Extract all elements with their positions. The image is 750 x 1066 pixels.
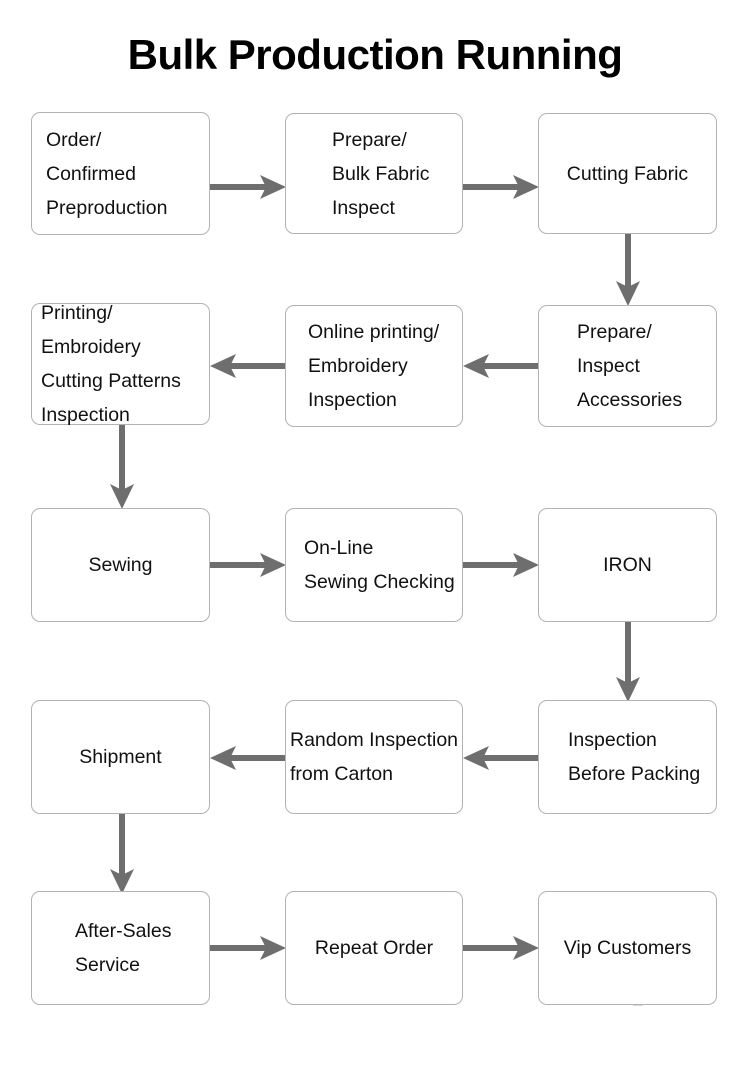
arrow-left-icon bbox=[210, 354, 286, 378]
arrow-repeat-order-to-vip-customers bbox=[463, 927, 539, 969]
arrow-prepare-bulk-fabric-to-cutting-fabric bbox=[463, 166, 539, 208]
arrow-on-line-sewing-checking-to-iron bbox=[463, 544, 539, 586]
arrow-right-icon bbox=[463, 553, 539, 577]
node-label: Shipment bbox=[79, 746, 162, 768]
arrow-right-icon bbox=[463, 175, 539, 199]
arrow-left-icon bbox=[210, 746, 286, 770]
node-label: Vip Customers bbox=[563, 937, 692, 959]
node-order-confirmed-preproduction[interactable]: Order/ Confirmed Preproduction bbox=[31, 112, 210, 235]
node-prepare-bulk-fabric-inspect[interactable]: Prepare/ Bulk Fabric Inspect bbox=[285, 113, 463, 234]
arrow-down-icon bbox=[616, 234, 640, 306]
node-label: Online printing/ Embroidery Inspection bbox=[308, 321, 440, 411]
node-label: After-Sales Service bbox=[75, 920, 172, 976]
node-on-line-sewing-checking[interactable]: On-Line Sewing Checking bbox=[285, 508, 463, 622]
node-prepare-inspect-accessories[interactable]: Prepare/ Inspect Accessories bbox=[538, 305, 717, 427]
node-label: Cutting Fabric bbox=[566, 162, 689, 185]
node-after-sales-service[interactable]: After-Sales Service bbox=[31, 891, 210, 1005]
node-online-printing-embroidery-inspection[interactable]: Online printing/ Embroidery Inspection bbox=[285, 305, 463, 427]
node-label: Random Inspection from Carton bbox=[290, 729, 459, 785]
node-vip-customers[interactable]: Vip Customers bbox=[538, 891, 717, 1005]
arrow-inspection-before-packing-to-random-inspection bbox=[463, 737, 539, 779]
node-sewing[interactable]: Sewing bbox=[31, 508, 210, 622]
arrow-shipment-to-after-sales-service bbox=[101, 814, 143, 894]
arrow-after-sales-service-to-repeat-order bbox=[210, 927, 286, 969]
arrow-down-icon bbox=[110, 814, 134, 894]
node-label: Order/ Confirmed Preproduction bbox=[46, 128, 168, 219]
arrow-prepare-inspect-accessories-to-online-printing bbox=[463, 345, 539, 387]
arrow-left-icon bbox=[463, 746, 539, 770]
arrow-printing-embroidery-to-sewing bbox=[101, 425, 143, 509]
node-repeat-order[interactable]: Repeat Order bbox=[285, 891, 463, 1005]
node-cutting-fabric[interactable]: Cutting Fabric bbox=[538, 113, 717, 234]
node-label: On-Line Sewing Checking bbox=[304, 537, 455, 593]
node-label: Prepare/ Inspect Accessories bbox=[577, 321, 683, 411]
node-label: Printing/ Embroidery Cutting Patterns In… bbox=[41, 302, 181, 426]
arrow-down-icon bbox=[110, 425, 134, 509]
arrow-down-icon bbox=[616, 622, 640, 702]
node-label: Prepare/ Bulk Fabric Inspect bbox=[332, 128, 430, 219]
arrow-random-inspection-to-shipment bbox=[210, 737, 286, 779]
arrow-sewing-to-on-line-sewing-checking bbox=[210, 544, 286, 586]
arrow-iron-to-inspection-before-packing bbox=[607, 622, 649, 702]
arrow-order-to-prepare-bulk-fabric bbox=[210, 166, 286, 208]
arrow-right-icon bbox=[210, 936, 286, 960]
node-inspection-before-packing[interactable]: Inspection Before Packing bbox=[538, 700, 717, 814]
page-title: Bulk Production Running bbox=[127, 31, 623, 78]
arrow-cutting-fabric-to-prepare-inspect-accessories bbox=[607, 234, 649, 306]
arrow-left-icon bbox=[463, 354, 539, 378]
arrow-right-icon bbox=[210, 175, 286, 199]
node-label: IRON bbox=[603, 554, 652, 576]
node-iron[interactable]: IRON bbox=[538, 508, 717, 622]
node-printing-embroidery-cutting-patterns-inspection[interactable]: Printing/ Embroidery Cutting Patterns In… bbox=[31, 302, 210, 426]
arrow-online-printing-to-printing-embroidery-cutting-patterns bbox=[210, 345, 286, 387]
node-shipment[interactable]: Shipment bbox=[31, 700, 210, 814]
arrow-right-icon bbox=[210, 553, 286, 577]
node-label: Repeat Order bbox=[314, 937, 434, 959]
node-random-inspection-from-carton[interactable]: Random Inspection from Carton bbox=[285, 700, 463, 814]
node-label: Inspection Before Packing bbox=[568, 729, 701, 785]
node-label: Sewing bbox=[88, 554, 153, 576]
arrow-right-icon bbox=[463, 936, 539, 960]
